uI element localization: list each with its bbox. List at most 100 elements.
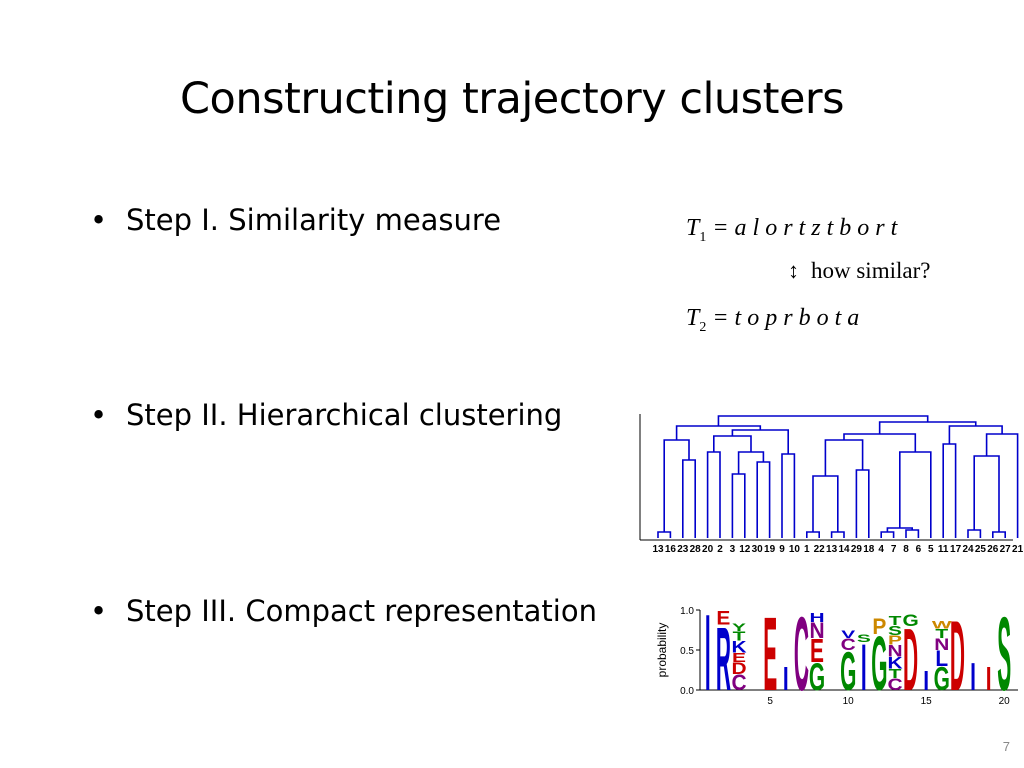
- dendrogram-link: [948, 425, 1003, 444]
- logo-letter: C: [841, 635, 857, 653]
- logo-letter: W: [932, 619, 952, 632]
- bullet-step-2: • Step II. Hierarchical clustering: [90, 398, 562, 432]
- logo-letter: R: [716, 609, 731, 710]
- logo-letter: C: [794, 597, 809, 713]
- logo-letter: E: [732, 650, 746, 665]
- dendrogram-leaf-label: 29: [851, 544, 863, 555]
- dendrogram-leaf-label: 19: [764, 544, 776, 555]
- dendrogram-leaf-label: 7: [891, 544, 897, 555]
- bullet-marker: •: [90, 594, 108, 628]
- relation-text: how similar?: [811, 258, 931, 283]
- logo-letter: E: [716, 608, 730, 629]
- dendrogram-link: [663, 439, 690, 532]
- logo-x-tick-label: 20: [999, 696, 1011, 707]
- logo-letter: E: [810, 632, 824, 669]
- logo-letter: C: [731, 671, 746, 696]
- dendrogram-link: [899, 451, 932, 538]
- dendrogram-link: [657, 531, 672, 538]
- dendrogram-link: [942, 443, 957, 538]
- dendrogram-link: [830, 531, 845, 538]
- logo-letter: I: [705, 591, 711, 713]
- dendrogram-link: [806, 531, 820, 538]
- formula-t1: T1 = a l o r t z t b o r t: [686, 215, 897, 246]
- logo-letter: K: [731, 637, 747, 655]
- dendrogram-leaf-label: 24: [962, 544, 974, 555]
- dendrogram-link: [756, 461, 771, 538]
- dendrogram-link: [985, 433, 1019, 538]
- logo-letter: I: [923, 666, 929, 696]
- bullet-marker: •: [90, 398, 108, 432]
- dendrogram-link: [878, 421, 977, 434]
- dendrogram-leaf-label: 14: [838, 544, 850, 555]
- logo-y-tick-label: 0.5: [680, 646, 694, 657]
- bullet-marker: •: [90, 203, 108, 237]
- t2-symbol: T: [686, 305, 700, 331]
- dendrogram-leaf-label: 17: [950, 544, 962, 555]
- logo-x-tick-label: 10: [843, 696, 855, 707]
- logo-letter: L: [935, 647, 948, 672]
- dendrogram-link: [731, 473, 746, 538]
- logo-letter: G: [871, 620, 887, 706]
- slide-title: Constructing trajectory clusters: [180, 74, 844, 124]
- dendrogram-leaf-label: 20: [702, 544, 714, 555]
- dendrogram-link: [713, 435, 752, 452]
- logo-y-tick-label: 0.0: [680, 686, 694, 697]
- dendrogram-link: [905, 529, 920, 538]
- logo-letter: I: [986, 660, 992, 697]
- t1-sequence: = a l o r t z t b o r t: [712, 215, 898, 241]
- logo-letter: C: [887, 675, 903, 693]
- dendrogram-link: [843, 433, 917, 452]
- dendrogram-leaf-label: 2: [717, 544, 723, 555]
- bullet-text: Step III. Compact representation: [126, 594, 597, 628]
- page-number: 7: [1002, 739, 1010, 754]
- logo-letter: I: [970, 655, 976, 699]
- bullet-text: Step I. Similarity measure: [126, 203, 502, 237]
- dendrogram-link: [967, 529, 982, 538]
- logo-letter: S: [888, 623, 902, 638]
- dendrogram-leaf-label: 12: [739, 544, 751, 555]
- logo-letter: T: [889, 666, 902, 681]
- logo-letter: H: [809, 610, 824, 625]
- dendrogram-link: [682, 459, 696, 538]
- logo-letter: D: [950, 601, 965, 712]
- dendrogram-leaf-label: 16: [665, 544, 677, 555]
- dendrogram-leaf-label: 11: [938, 544, 949, 555]
- similarity-relation: ↕how similar?: [788, 258, 930, 284]
- t2-subscript: 2: [699, 319, 707, 335]
- dendrogram-leaf-label: 30: [752, 544, 764, 555]
- logo-letter: G: [902, 611, 918, 629]
- logo-letter: S: [857, 632, 871, 645]
- logo-x-tick-label: 15: [921, 696, 933, 707]
- t2-sequence: = t o p r b o t a: [712, 305, 860, 331]
- logo-letter: S: [997, 597, 1011, 713]
- dendrogram-leaf-label: 26: [987, 544, 999, 555]
- logo-y-tick-label: 1.0: [680, 606, 694, 617]
- dendrogram-leaf-label: 1: [804, 544, 810, 555]
- bullet-step-1: • Step I. Similarity measure: [90, 203, 501, 237]
- bullet-text: Step II. Hierarchical clustering: [126, 398, 563, 432]
- logo-letter: P: [872, 615, 886, 640]
- dendrogram-link: [737, 451, 765, 474]
- dendrogram-leaf-label: 8: [903, 544, 909, 555]
- dendrogram-link: [717, 415, 929, 426]
- dendrogram-link: [812, 475, 839, 532]
- t1-subscript: 1: [699, 229, 707, 245]
- logo-letter: G: [809, 655, 825, 699]
- logo-letter: I: [861, 632, 867, 705]
- dendrogram-leaf-label: 5: [928, 544, 934, 555]
- dendrogram-leaf-label: 10: [789, 544, 801, 555]
- dendrogram-link: [880, 531, 895, 538]
- bullet-step-3: • Step III. Compact representation: [90, 594, 597, 628]
- logo-letter: K: [887, 653, 903, 671]
- dendrogram-leaf-label: 6: [916, 544, 922, 555]
- logo-letter: G: [840, 640, 856, 702]
- logo-letter: T: [733, 628, 746, 643]
- logo-letter: E: [763, 597, 777, 713]
- formula-t2: T2 = t o p r b o t a: [686, 305, 859, 336]
- logo-letter: T: [889, 613, 902, 628]
- dendrogram-link: [731, 429, 789, 454]
- dendrogram-leaf-label: 13: [826, 544, 838, 555]
- logo-letter: P: [888, 632, 902, 647]
